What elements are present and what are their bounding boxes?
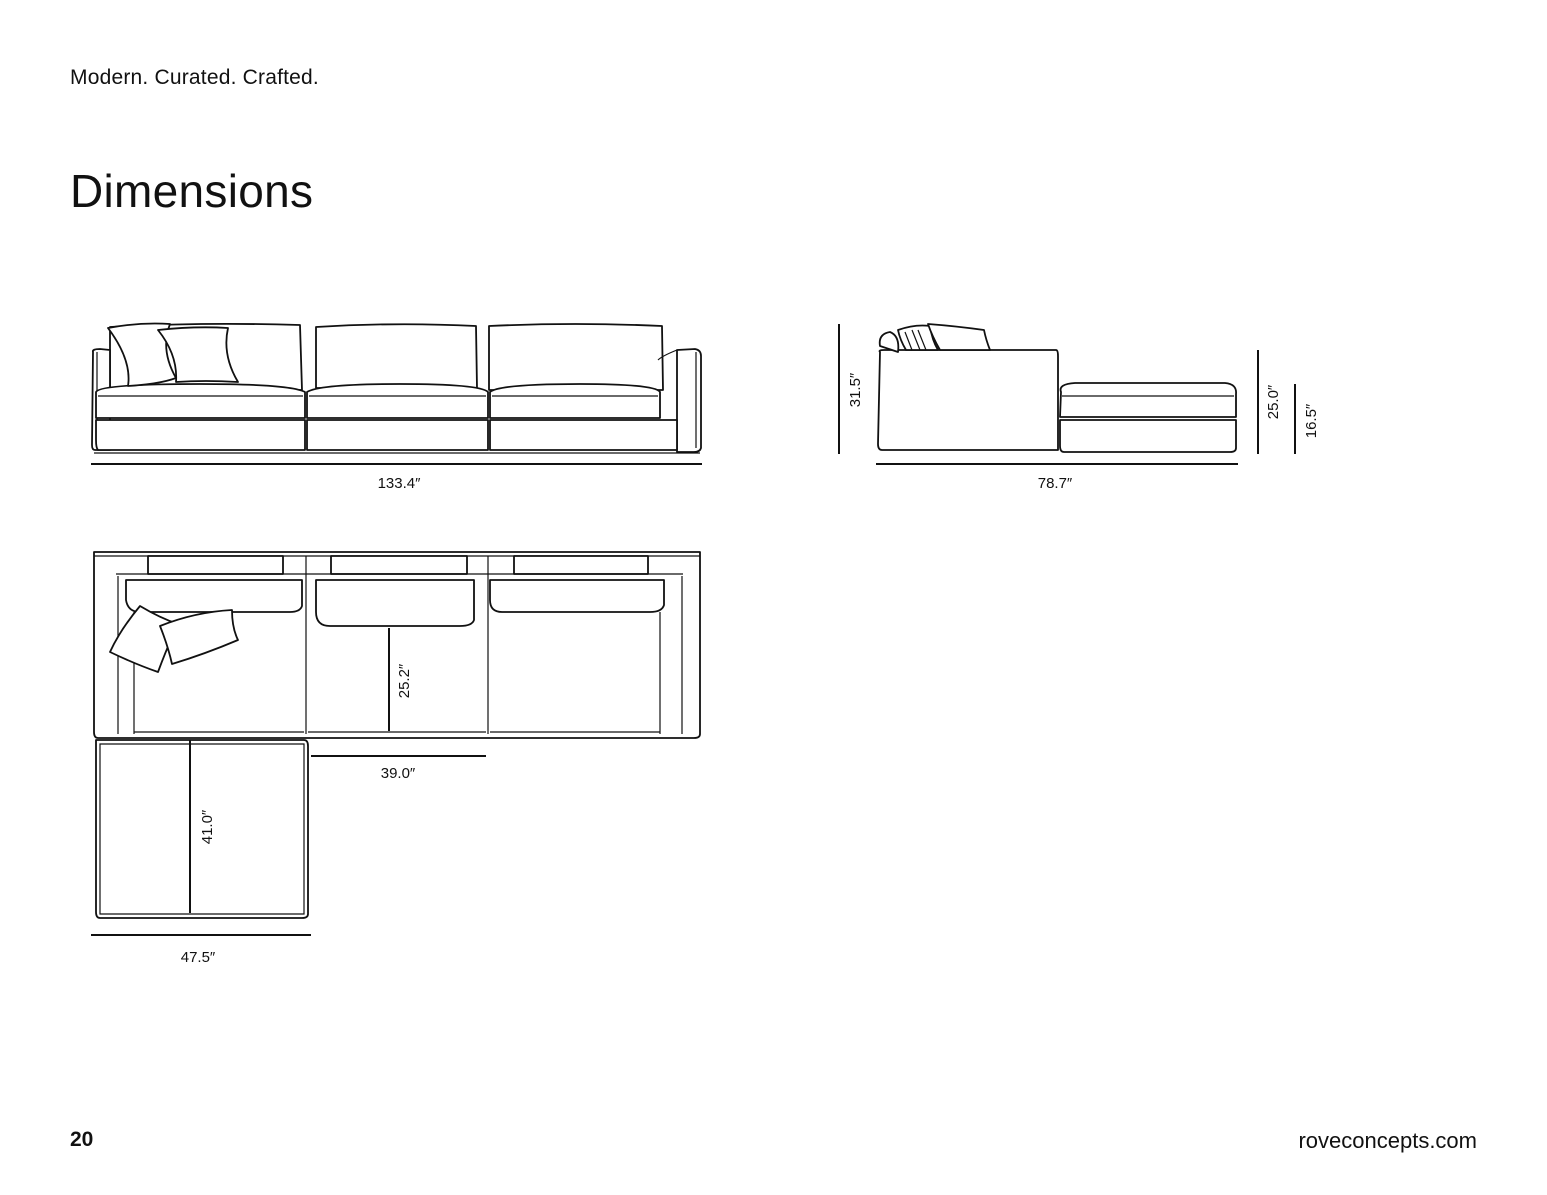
page-title: Dimensions xyxy=(70,165,314,217)
front-view-drawing xyxy=(91,322,702,454)
page-number: 20 xyxy=(70,1128,94,1151)
dim-label-ottoman-height: 25.0″ xyxy=(1265,384,1282,419)
dim-label-seat-width: 39.0″ xyxy=(381,765,416,782)
dim-label-chaise-depth: 41.0″ xyxy=(199,809,216,844)
dim-label-seat-height: 16.5″ xyxy=(1303,403,1320,438)
dim-label-seat-depth: 25.2″ xyxy=(396,663,413,698)
website-url: roveconcepts.com xyxy=(1298,1128,1477,1153)
tagline: Modern. Curated. Crafted. xyxy=(70,66,319,89)
dim-label-side-depth: 78.7″ xyxy=(1038,475,1073,492)
side-view-drawing xyxy=(877,323,1237,453)
dim-label-side-height: 31.5″ xyxy=(847,372,864,407)
dim-label-front-width: 133.4″ xyxy=(378,475,422,492)
dim-label-chaise-width: 47.5″ xyxy=(181,949,216,966)
top-view-drawing xyxy=(93,551,701,919)
